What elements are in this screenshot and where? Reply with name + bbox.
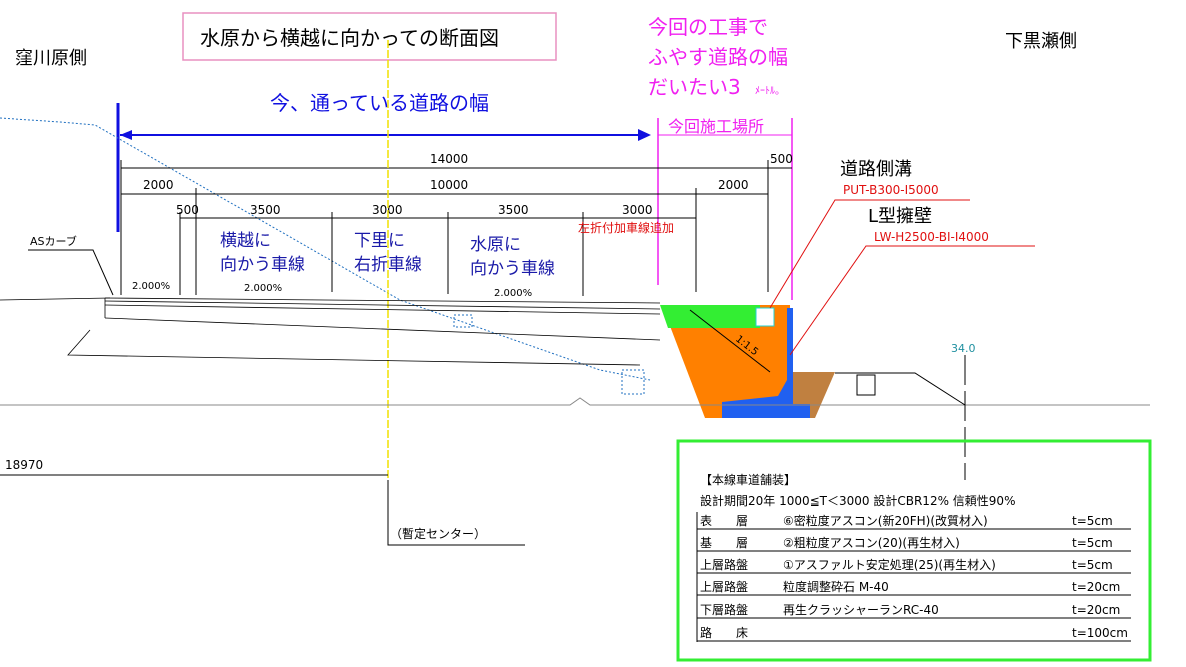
l-retaining-wall	[722, 308, 810, 418]
dimension-lines	[120, 160, 792, 296]
row-material: ⑥密粒度アスコン(新20FH)(改質材入)	[783, 513, 988, 528]
existing-ground-line	[0, 117, 651, 381]
note-unit: ﾒｰﾄﾙ。	[755, 86, 785, 97]
existing-gutter-icon	[856, 374, 876, 396]
slope-guide	[689, 309, 771, 373]
added-lane-label: 左折付加車線追加	[578, 220, 674, 235]
elevation-label: 34.0	[951, 342, 976, 355]
as-curb-leader	[28, 249, 114, 296]
work-area-label: 今回施工場所	[668, 117, 764, 136]
road-structure	[0, 297, 661, 366]
slope-1: 2.000%	[132, 281, 170, 292]
row-thickness: t=5cm	[1072, 514, 1113, 528]
lane-3-line1: 水原に	[470, 235, 521, 255]
title-box	[182, 12, 557, 61]
dim-row2-3: 2000	[718, 178, 749, 192]
row-layer: 路 床	[700, 625, 748, 640]
pavement-layers	[660, 305, 760, 328]
gutter-leader	[769, 199, 970, 309]
row-material: 粒度調整砕石 M-40	[783, 579, 889, 594]
dim-row3-1: 500	[176, 203, 199, 217]
row-layer: 基 層	[700, 536, 748, 550]
pavement-table: 表 層 ⑥密粒度アスコン(新20FH)(改質材入) t=5cm 基 層 ②粗粒度…	[700, 513, 1128, 640]
right-side-label: 下黒瀬側	[1005, 31, 1077, 52]
slope-2: 2.000%	[244, 283, 282, 294]
embankment-fill	[662, 305, 790, 418]
row-thickness: t=5cm	[1072, 558, 1113, 572]
culvert-icon	[453, 314, 473, 328]
left-side-label: 窪川原側	[15, 48, 87, 69]
lane-3-line2: 向かう車線	[470, 259, 555, 279]
row-layer: 表 層	[700, 514, 748, 528]
offset-dim: 18970	[5, 458, 43, 472]
note-line-1: 今回の工事で	[648, 15, 768, 39]
pavement-conditions: 設計期間20年 1000≦T＜3000 設計CBR12% 信頼性90%	[700, 493, 1015, 508]
row-material: 再生クラッシャーランRC-40	[783, 603, 939, 617]
as-curb-label: ASカーブ	[30, 234, 77, 248]
dim-row2-2: 10000	[430, 178, 468, 192]
gutter-spec: PUT-B300-I5000	[843, 183, 939, 197]
right-slope	[835, 372, 966, 406]
lane-1-line1: 横越に	[220, 231, 271, 251]
slope-3: 2.000%	[494, 288, 532, 299]
lane-2-line1: 下里に	[354, 231, 405, 251]
gutter-icon	[755, 307, 775, 327]
dim-row3-4: 3500	[498, 203, 529, 217]
wall-spec: LW-H2500-BⅠ-I4000	[874, 230, 989, 244]
ground-line	[0, 397, 1150, 406]
row-thickness: t=100cm	[1072, 626, 1128, 640]
dim-row3-5: 3000	[622, 203, 653, 217]
added-width-note: 今回の工事で ふやす道路の幅 だいたい3 ﾒｰﾄﾙ。	[648, 15, 788, 99]
pavement-box	[676, 439, 1152, 662]
center-leader	[387, 480, 525, 546]
note-line-3: だいたい3	[648, 75, 741, 99]
row-thickness: t=20cm	[1072, 580, 1120, 594]
note-line-2: ふやす道路の幅	[648, 45, 788, 69]
arrow-head-left	[120, 130, 132, 140]
culvert-icon-2	[621, 369, 645, 395]
center-label: （暫定センター）	[390, 526, 486, 541]
dim-row3-2: 3500	[250, 203, 281, 217]
gutter-name: 道路側溝	[840, 159, 912, 180]
pavement-heading: 【本線車道舗装】	[700, 472, 796, 487]
arrow-head-right	[638, 129, 651, 141]
row-material: ②粗粒度アスコン(20)(再生材入)	[783, 535, 960, 550]
row-material: ①アスファルト安定処理(25)(再生材入)	[783, 557, 996, 572]
pavement-table-lines	[696, 512, 1131, 642]
dim-row2-1: 2000	[143, 178, 174, 192]
row-thickness: t=20cm	[1072, 603, 1120, 617]
wall-name: L型擁壁	[868, 206, 932, 227]
row-layer: 下層路盤	[700, 602, 748, 617]
wall-leader	[789, 245, 1035, 356]
row-thickness: t=5cm	[1072, 536, 1113, 550]
row-layer: 上層路盤	[700, 557, 748, 572]
dim-total: 14000	[430, 152, 468, 166]
drawing-title: 水原から横越に向かっての断面図	[200, 26, 499, 50]
current-width-label: 今、通っている道路の幅	[270, 91, 489, 115]
row-layer: 上層路盤	[700, 579, 748, 594]
dim-edge: 500	[770, 152, 793, 166]
lane-1-line2: 向かう車線	[220, 255, 305, 275]
